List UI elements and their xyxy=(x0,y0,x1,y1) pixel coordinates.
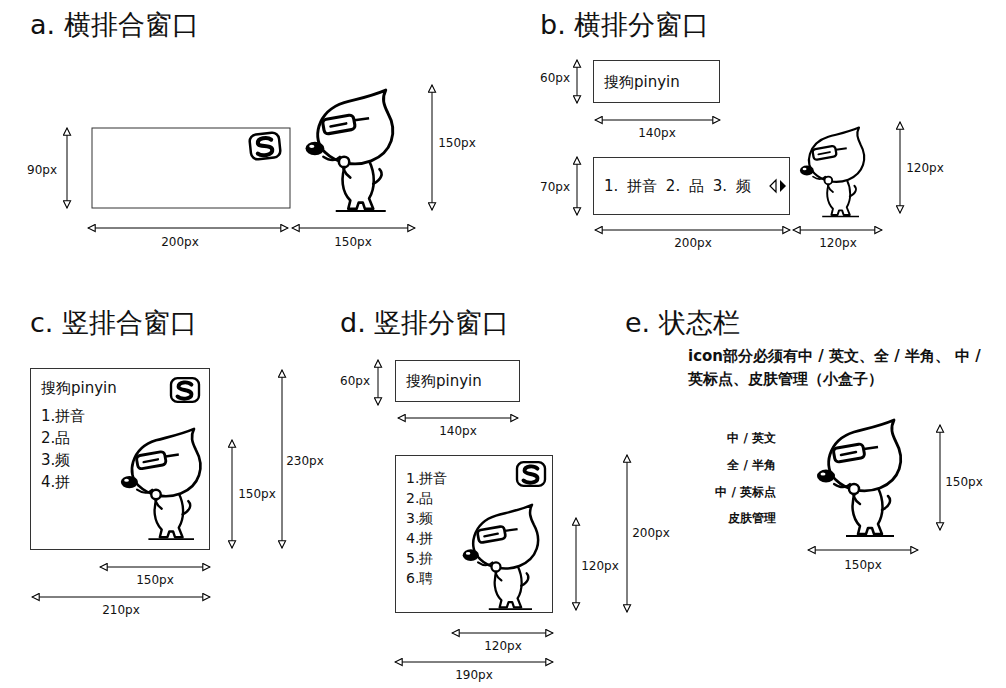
dimension-line xyxy=(88,228,288,229)
dimension-label: 120px xyxy=(905,161,945,175)
dimension-line xyxy=(576,518,577,610)
dimension-line xyxy=(577,60,578,103)
dimension-label: 60px xyxy=(539,71,571,85)
dimension-line xyxy=(808,550,918,551)
dimension-label: 210px xyxy=(101,603,141,617)
mascot-figure xyxy=(463,505,538,609)
status-item: 中 / 英文 xyxy=(727,431,776,445)
candidate-text: 1. 拼音 2. 品 3. 频 xyxy=(604,176,751,196)
dimension-label: 140px xyxy=(438,424,478,438)
composition-text: 搜狗pinyin xyxy=(604,72,680,92)
dimension-line xyxy=(395,662,553,663)
dimension-label: 150px xyxy=(237,487,277,501)
dimension-line xyxy=(378,360,379,405)
dimension-label: 90px xyxy=(26,163,58,177)
mascot-figure xyxy=(306,90,393,211)
status-item: 全 / 半角 xyxy=(727,458,776,472)
status-item: 中 / 英标点 xyxy=(715,485,776,499)
dimension-line xyxy=(627,455,628,612)
dimension-label: 200px xyxy=(160,235,200,249)
dimension-label: 200px xyxy=(631,526,671,540)
dimension-label: 120px xyxy=(483,639,523,653)
dimension-line xyxy=(577,157,578,215)
composition-text: 搜狗pinyin xyxy=(41,378,199,398)
composition-box: 搜狗pinyin xyxy=(395,360,520,402)
section-heading: d. 竖排分窗口 xyxy=(340,307,509,339)
mascot-figure xyxy=(817,420,901,536)
dimension-line xyxy=(100,567,210,568)
dimension-line xyxy=(595,230,790,231)
candidate-item: 1.拼音 xyxy=(406,468,542,488)
page-arrow xyxy=(780,180,786,192)
candidate-item: 1.拼音 xyxy=(41,405,199,427)
candidate-item: 2.品 xyxy=(41,427,199,449)
dimension-line xyxy=(282,370,283,548)
dimension-label: 150px xyxy=(135,573,175,587)
section-heading: a. 横排合窗口 xyxy=(30,9,199,41)
dimension-label: 150px xyxy=(843,558,883,572)
logo-icon xyxy=(171,378,199,402)
dimension-label: 140px xyxy=(637,126,677,140)
dimension-line xyxy=(793,230,882,231)
dimension-label: 190px xyxy=(454,668,494,682)
window-frame xyxy=(92,128,290,208)
dimension-label: 150px xyxy=(437,136,477,150)
candidate-item: 4.拼 xyxy=(41,471,199,493)
dimension-line xyxy=(900,122,901,213)
dimension-label: 230px xyxy=(285,454,325,468)
candidate-box: 1.拼音2.品3.频4.拼5.拚6.聘 xyxy=(395,455,553,613)
dimension-line xyxy=(940,425,941,530)
dimension-line xyxy=(452,633,553,634)
dimension-label: 120px xyxy=(580,559,620,573)
status-item: 皮肤管理 xyxy=(728,511,776,525)
note-text: icon部分必须有中 / 英文、全 / 半角、 中 / 英标点、皮肤管理（小盒子… xyxy=(688,345,1000,390)
section-heading: c. 竖排合窗口 xyxy=(30,307,197,339)
dimension-line xyxy=(32,597,210,598)
candidate-item: 3.频 xyxy=(41,449,199,471)
candidate-item: 6.聘 xyxy=(406,568,542,588)
dimension-line xyxy=(398,418,518,419)
section-heading: e. 状态栏 xyxy=(625,307,740,339)
candidate-box: 1. 拼音 2. 品 3. 频 xyxy=(593,157,790,215)
dimension-line xyxy=(67,128,68,208)
merged-window: 搜狗pinyin 1.拼音2.品3.频4.拼 xyxy=(30,368,210,550)
dimension-label: 70px xyxy=(539,180,571,194)
dimension-label: 200px xyxy=(673,236,713,250)
candidate-item: 3.频 xyxy=(406,508,542,528)
dimension-line xyxy=(232,440,233,548)
candidate-item: 5.拚 xyxy=(406,548,542,568)
logo-icon xyxy=(517,462,545,486)
dimension-label: 150px xyxy=(944,475,984,489)
candidate-item: 2.品 xyxy=(406,488,542,508)
composition-text: 搜狗pinyin xyxy=(406,371,482,391)
dimension-label: 150px xyxy=(333,235,373,249)
dimension-line xyxy=(432,85,433,210)
dimension-label: 120px xyxy=(818,236,858,250)
page-arrow xyxy=(770,180,776,192)
mascot-figure xyxy=(800,128,864,217)
mascot-figure xyxy=(121,429,201,539)
logo-icon xyxy=(249,132,281,160)
dimension-label: 60px xyxy=(339,374,371,388)
candidate-item: 4.拼 xyxy=(406,528,542,548)
dimension-line xyxy=(595,120,720,121)
dimension-line xyxy=(292,228,415,229)
section-heading: b. 横排分窗口 xyxy=(540,9,709,41)
composition-box: 搜狗pinyin xyxy=(593,60,720,103)
